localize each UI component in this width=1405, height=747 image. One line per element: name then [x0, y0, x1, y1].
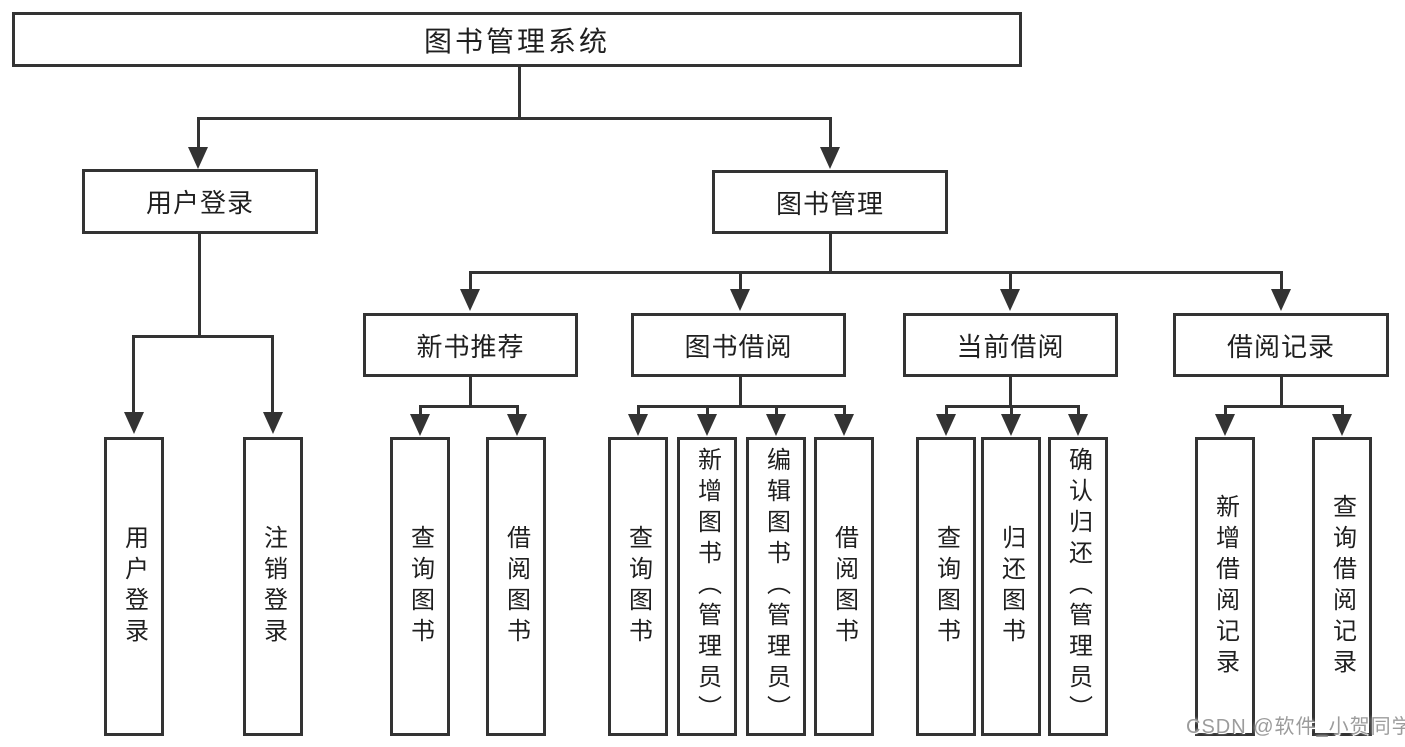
connector-line: [469, 376, 472, 407]
node-new-book-recommend: 新书推荐: [363, 313, 578, 377]
arrowhead-down: [936, 414, 956, 436]
connector-line: [271, 336, 274, 414]
node-label: 注销登录: [259, 524, 287, 649]
arrowhead-down: [1001, 414, 1021, 436]
node-label: 用户登录: [145, 188, 254, 218]
connector-line: [1077, 406, 1080, 416]
node-leaf-query-borrow-record: 查询借阅记录: [1312, 437, 1372, 736]
node-leaf-borrow-books-1: 借阅图书: [486, 437, 546, 736]
connector-line: [419, 406, 422, 416]
node-label: 当前借阅: [956, 331, 1065, 362]
connector-line: [637, 406, 640, 416]
connector-line: [829, 233, 832, 274]
node-label: 借阅图书: [502, 524, 530, 649]
node-book-borrow: 图书借阅: [631, 313, 846, 377]
arrowhead-down: [628, 414, 648, 436]
node-leaf-add-books-admin: 新增图书（管理员）: [677, 437, 737, 736]
arrowhead-down: [697, 414, 717, 436]
arrowhead-down: [507, 414, 527, 436]
connector-line: [945, 406, 948, 416]
node-label: 用户登录: [120, 524, 148, 649]
node-current-borrow: 当前借阅: [903, 313, 1118, 377]
node-book-management: 图书管理: [712, 170, 948, 234]
connector-line: [1224, 405, 1344, 408]
node-label: 新增图书（管理员）: [693, 447, 721, 726]
arrowhead-down: [1068, 414, 1088, 436]
arrowhead-down: [263, 412, 283, 434]
arrowhead-down: [730, 289, 750, 311]
arrowhead-down: [188, 147, 208, 169]
connector-line: [1010, 406, 1013, 416]
connector-line: [198, 233, 201, 337]
node-leaf-query-books-2: 查询图书: [608, 437, 668, 736]
connector-line: [1280, 376, 1283, 407]
node-leaf-query-books-1: 查询图书: [390, 437, 450, 736]
connector-line: [419, 405, 519, 408]
arrowhead-down: [410, 414, 430, 436]
node-leaf-add-borrow-record: 新增借阅记录: [1195, 437, 1255, 736]
node-label: 借阅记录: [1226, 331, 1335, 362]
node-leaf-logout: 注销登录: [243, 437, 303, 736]
connector-line: [1224, 406, 1227, 416]
node-label: 借阅图书: [830, 524, 858, 649]
connector-line: [197, 118, 200, 150]
connector-line: [1009, 376, 1012, 407]
node-label: 归还图书: [997, 524, 1025, 649]
connector-line: [518, 66, 521, 119]
node-label: 新书推荐: [416, 331, 525, 362]
node-leaf-return-books: 归还图书: [981, 437, 1041, 736]
node-borrow-records: 借阅记录: [1173, 313, 1389, 377]
node-label: 确认归还（管理员）: [1064, 447, 1092, 726]
connector-line: [469, 272, 472, 292]
connector-line: [843, 406, 846, 416]
connector-line: [739, 272, 742, 292]
connector-line: [706, 406, 709, 416]
csdn-watermark: CSDN @软件_小贺同学: [1186, 716, 1405, 738]
arrowhead-down: [834, 414, 854, 436]
node-leaf-user-login: 用户登录: [104, 437, 164, 736]
arrowhead-down: [1271, 289, 1291, 311]
node-label: 新增借阅记录: [1211, 493, 1239, 680]
connector-line: [132, 335, 274, 338]
connector-line: [132, 336, 135, 414]
arrowhead-down: [1215, 414, 1235, 436]
node-leaf-query-books-3: 查询图书: [916, 437, 976, 736]
node-leaf-edit-books-admin: 编辑图书（管理员）: [746, 437, 806, 736]
node-label: 查询图书: [932, 524, 960, 649]
connector-line: [469, 271, 1283, 274]
node-label: 图书管理系统: [423, 25, 610, 57]
arrowhead-down: [1000, 289, 1020, 311]
connector-line: [829, 118, 832, 150]
node-label: 图书管理: [775, 188, 884, 219]
node-leaf-confirm-return-admin: 确认归还（管理员）: [1048, 437, 1108, 736]
node-user-login-branch: 用户登录: [82, 169, 318, 234]
node-label: 图书借阅: [684, 331, 793, 362]
node-label: 查询图书: [624, 524, 652, 649]
connector-line: [739, 376, 742, 407]
node-root: 图书管理系统: [12, 12, 1022, 67]
node-label: 编辑图书（管理员）: [762, 447, 790, 726]
arrowhead-down: [460, 289, 480, 311]
connector-line: [516, 406, 519, 416]
connector-line: [775, 406, 778, 416]
arrowhead-down: [124, 412, 144, 434]
connector-line: [1280, 272, 1283, 292]
node-leaf-borrow-books-2: 借阅图书: [814, 437, 874, 736]
node-label: 查询借阅记录: [1328, 493, 1356, 680]
arrowhead-down: [766, 414, 786, 436]
connector-line: [1341, 406, 1344, 416]
connector-line: [197, 117, 832, 120]
connector-line: [1009, 272, 1012, 292]
connector-line: [637, 405, 846, 408]
node-label: 查询图书: [406, 524, 434, 649]
arrowhead-down: [820, 147, 840, 169]
arrowhead-down: [1332, 414, 1352, 436]
